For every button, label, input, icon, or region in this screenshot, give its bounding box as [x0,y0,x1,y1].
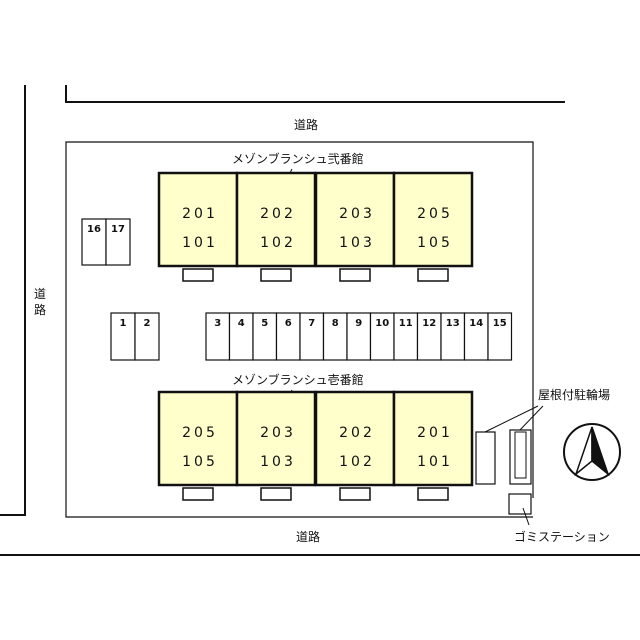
unit-block [392,171,474,268]
parking-space-number: 4 [238,318,245,329]
unit-lower-number: 102 [339,454,375,470]
unit-balcony [182,487,214,501]
unit-upper-number: 203 [260,425,296,441]
parking-space-number: 7 [308,318,315,329]
parking-space-number: 1 [120,318,127,329]
bike-parking-leader-1 [484,405,539,433]
road-label-left: 道路 [34,287,46,317]
parking-space-number: 8 [332,318,339,329]
unit-balcony [182,268,214,282]
parking-space-number: 3 [214,318,221,329]
parking-space [134,312,160,361]
unit-block [392,390,474,487]
road-left-edge [0,85,26,516]
north-arrow-icon [563,423,621,481]
parking-space [105,218,131,266]
parking-space-number: 11 [399,318,413,329]
unit-lower-number: 102 [260,235,296,251]
unit-upper-number: 201 [182,206,218,222]
unit-lower-number: 103 [339,235,375,251]
unit-lower-number: 105 [182,454,218,470]
parking-space-number: 12 [422,318,436,329]
parking-space-number: 6 [285,318,292,329]
road-label-bottom: 道路 [296,529,320,544]
parking-space-number: 5 [261,318,268,329]
garbage-station-label: ゴミステーション [514,529,610,544]
parking-space-number: 16 [87,224,101,235]
lot-boundary [65,141,534,518]
parking-space-number: 9 [355,318,362,329]
garbage-station-leader [522,507,530,526]
parking-space-number: 13 [446,318,460,329]
unit-balcony [339,487,371,501]
unit-lower-number: 101 [417,454,453,470]
road-label-left-char-2: 路 [34,302,46,317]
building-south-name: メゾンブランシュ壱番館 [232,372,364,387]
unit-upper-number: 205 [417,206,453,222]
parking-space-number: 10 [375,318,389,329]
road-top-edge [65,85,565,103]
unit-lower-number: 103 [260,454,296,470]
bike-parking-inner-2 [514,431,527,479]
unit-block [157,171,239,268]
unit-balcony [417,268,449,282]
garbage-station [508,493,532,515]
unit-balcony [339,268,371,282]
unit-upper-number: 202 [339,425,375,441]
unit-block [235,390,317,487]
unit-upper-number: 202 [260,206,296,222]
unit-balcony [260,268,292,282]
building-north-name: メゾンブランシュ弐番館 [232,151,364,166]
parking-space [487,312,513,361]
unit-upper-number: 203 [339,206,375,222]
bike-parking-area-1 [475,431,496,485]
bike-parking-leader-2 [517,405,544,433]
unit-block [235,171,317,268]
bike-parking-label: 屋根付駐輪場 [538,387,610,402]
unit-balcony [260,487,292,501]
parking-group-c: 3 4 5 6 7 8 9 10 11 12 13 14 15 [205,312,513,361]
unit-upper-number: 201 [417,425,453,441]
unit-lower-number: 101 [182,235,218,251]
parking-space-number: 2 [144,318,151,329]
building-north: 201 101 202 102 203 103 205 105 [157,171,474,282]
unit-lower-number: 105 [417,235,453,251]
parking-space [110,312,136,361]
road-label-top: 道路 [294,117,318,132]
road-label-left-char-1: 道 [34,287,46,301]
unit-upper-number: 205 [182,425,218,441]
unit-block [314,171,396,268]
parking-space-number: 14 [469,318,483,329]
unit-balcony [417,487,449,501]
parking-space-number: 15 [493,318,507,329]
parking-space-number: 17 [111,224,125,235]
building-south: 205 105 203 103 202 102 201 101 [157,390,474,501]
